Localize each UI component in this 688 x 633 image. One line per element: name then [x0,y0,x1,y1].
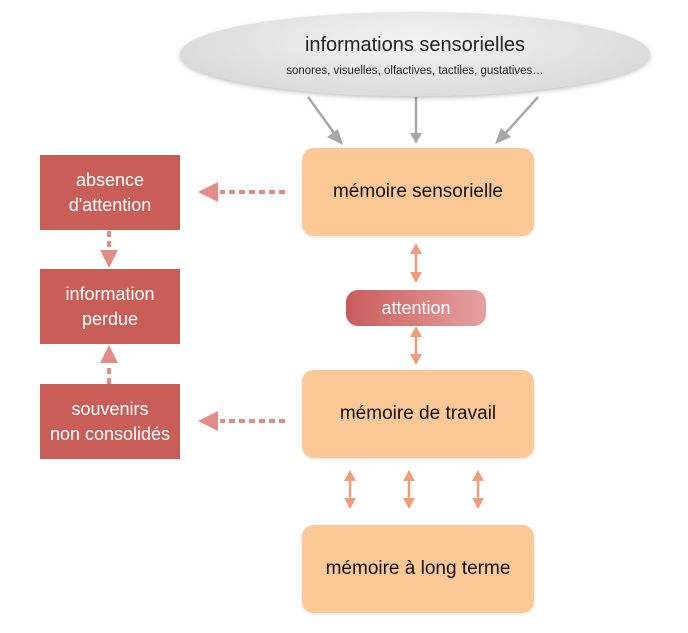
input-arrows [306,96,539,145]
working-memory-box: mémoire de travail [302,370,534,458]
input-arrowhead-center [410,133,422,144]
attention-filter: attention [346,290,486,326]
sensory-input-ellipse: informations sensorielles sonores, visue… [180,12,650,96]
absence-attention-label: absence d'attention [68,169,152,215]
sensory-input-title: informations sensorielles [304,34,526,56]
lost-information-box: information perdue [40,269,180,344]
input-arrowhead-right [495,128,511,144]
unconsolidated-to-lost-arrow [100,345,118,384]
sensory-loss-arrow [198,182,285,202]
loss-arrows [100,182,285,431]
sensory-input-subtitle: sonores, visuelles, olfactives, tactiles… [286,65,544,77]
lost-information-label: information perdue [65,283,155,329]
attention-working-arrow [410,326,422,365]
absence-to-lost-arrow [100,231,118,268]
working-loss-arrow [198,411,285,431]
working-longterm-arrow-1 [344,470,356,509]
flow-arrows [344,243,484,509]
working-longterm-arrow-2 [403,470,415,509]
sensory-memory-label: mémoire sensorielle [332,181,503,202]
long-term-memory-box: mémoire à long terme [302,525,534,613]
sensory-attention-arrow [410,243,422,283]
working-longterm-arrow-3 [472,470,484,509]
absence-attention-box: absence d'attention [40,155,180,230]
input-arrow-right [502,96,539,137]
unconsolidated-memories-box: souvenirs non consolidés [40,384,180,459]
working-memory-label: mémoire de travail [339,403,497,424]
unconsolidated-memories-label: souvenirs non consolidés [49,398,171,444]
attention-label: attention [381,297,451,318]
sensory-memory-box: mémoire sensorielle [302,148,534,236]
long-term-memory-label: mémoire à long terme [325,558,511,579]
input-arrow-left [306,96,339,138]
input-arrowhead-left [327,129,343,145]
